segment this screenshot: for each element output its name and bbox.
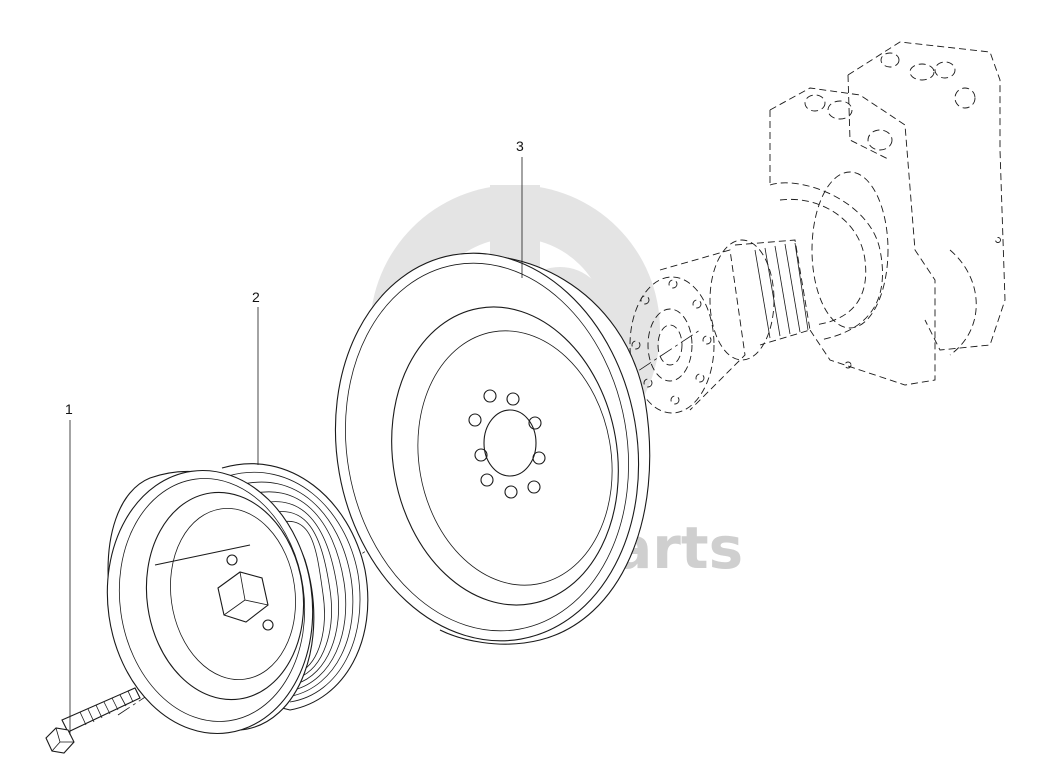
callout-3: 3 xyxy=(516,138,524,278)
callout-2: 2 xyxy=(252,289,260,465)
callout-3-label: 3 xyxy=(516,138,524,154)
part-1-bolt xyxy=(45,687,141,754)
callout-1: 1 xyxy=(65,401,73,735)
callout-1-label: 1 xyxy=(65,401,73,417)
callout-2-label: 2 xyxy=(252,289,260,305)
part-2-pulley xyxy=(106,463,369,735)
crankshaft-phantom xyxy=(629,41,1006,414)
part-3-damper-disc xyxy=(334,252,651,645)
